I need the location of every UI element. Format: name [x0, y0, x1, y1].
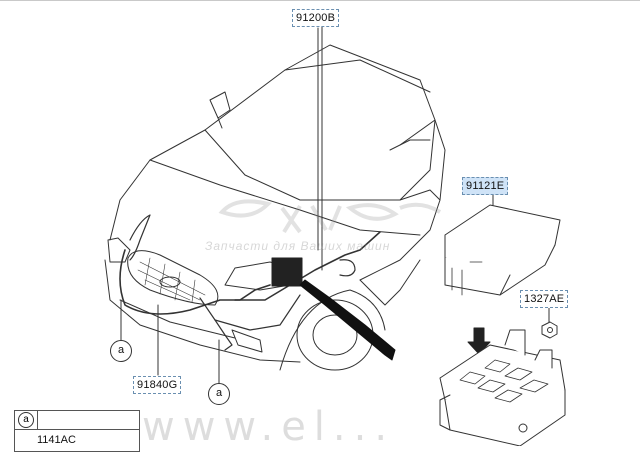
junction-box-edge	[499, 274, 511, 296]
door-line	[389, 139, 431, 151]
legend-code: 1141AC	[37, 434, 76, 446]
nut-1327AE	[541, 321, 558, 339]
relay-side	[439, 394, 451, 431]
a-pillar	[204, 119, 436, 201]
wheel-hub	[312, 314, 358, 356]
harness-lower	[214, 294, 301, 331]
junction-box-tabs	[451, 261, 483, 296]
windshield-frame	[204, 44, 436, 146]
watermark-caption: Запчасти для Ваших машин	[205, 239, 391, 253]
mirror	[209, 91, 231, 119]
legend-symbol: a	[18, 412, 34, 428]
body-side	[434, 119, 446, 201]
harness-front	[119, 249, 271, 315]
relay-block-cells	[459, 359, 549, 403]
label-nut: 1327AE	[520, 290, 569, 308]
label-front-harness: 91840G	[133, 376, 182, 394]
callout-a-bottom: a	[208, 383, 230, 405]
wheel-arch	[279, 289, 386, 371]
legend-row: a	[15, 411, 139, 430]
battery-cable	[299, 279, 396, 361]
headlight-left	[107, 237, 131, 263]
hood-top	[109, 129, 206, 241]
label-harness-main: 91200B	[292, 9, 340, 27]
fog-light	[231, 329, 263, 353]
bumper-lower	[119, 299, 236, 339]
harness-loop	[339, 259, 356, 277]
relay-block-front	[444, 389, 566, 446]
engine-fusebox	[271, 257, 303, 287]
kia-emblem	[159, 276, 181, 288]
relay-bolt	[518, 423, 528, 433]
watermark-url: www.el...	[142, 404, 396, 450]
legend-symbol-cell: a	[15, 411, 38, 429]
harness-branch	[199, 297, 233, 351]
arrow-A	[467, 327, 491, 355]
roof-line	[284, 59, 431, 93]
grille-mesh	[137, 257, 206, 303]
callout-a-left: a	[110, 340, 132, 362]
sidewall	[359, 259, 421, 306]
harness-left	[129, 214, 151, 261]
hood-crease	[149, 159, 421, 236]
relay-block-tab	[504, 329, 526, 356]
fender-right	[359, 189, 441, 281]
label-junction-box: 91121E	[462, 177, 509, 195]
bumper	[104, 259, 301, 363]
harness-top	[234, 231, 381, 301]
relay-block-tab2	[534, 349, 553, 369]
grille	[127, 250, 219, 306]
watermark-logo	[218, 199, 442, 234]
mirror-stalk	[217, 117, 223, 129]
